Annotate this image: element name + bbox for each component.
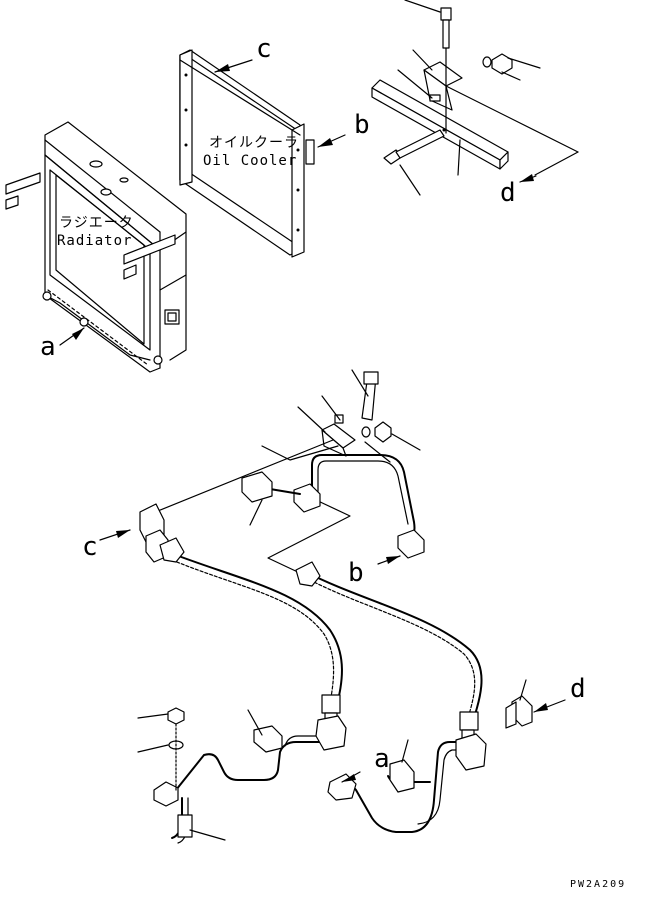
ref-d-top: d [500, 178, 516, 208]
ref-d-bottom: d [570, 674, 586, 704]
ref-b-bottom: b [348, 558, 364, 588]
oil-cooler-label-en: Oil Cooler [203, 153, 298, 169]
ref-arrows-top [59, 59, 537, 346]
leader-lines-top [397, 0, 579, 196]
oil-cooler [179, 49, 315, 258]
tube-lower-left [153, 707, 347, 844]
ref-arrows-bottom [99, 529, 566, 783]
ref-a-top: a [40, 332, 56, 362]
ref-b-top: b [354, 110, 370, 140]
drawing-code: PW2A209 [570, 879, 627, 890]
ref-c-top: c [256, 34, 272, 64]
ref-a-bottom: a [374, 744, 390, 774]
leader-lines-bottom [137, 679, 527, 841]
hose-bracket [321, 371, 392, 457]
mounting-bracket [371, 7, 513, 170]
radiator-label-en: Radiator [57, 233, 133, 249]
tube-lower-right [327, 695, 533, 833]
oil-cooler-label-ja: オイルクーラ [209, 135, 299, 151]
cooler-tube [241, 454, 425, 559]
ref-c-bottom: c [82, 532, 98, 562]
leader-lines-mid [147, 369, 421, 575]
radiator [5, 121, 187, 373]
radiator-label-ja: ラジエータ [59, 215, 134, 231]
hose-right [295, 561, 483, 741]
